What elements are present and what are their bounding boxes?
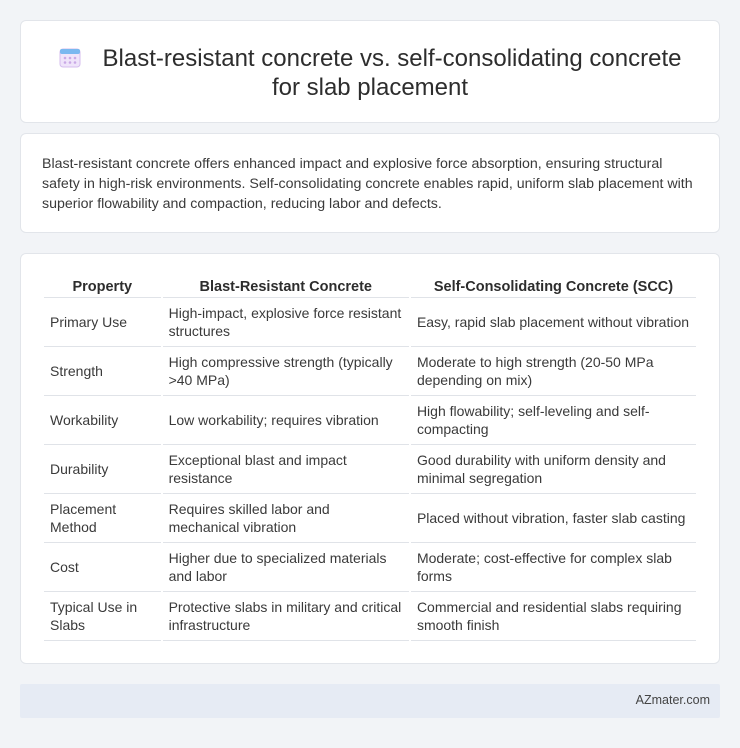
summary-text: Blast-resistant concrete offers enhanced… — [42, 156, 693, 212]
table-row: Primary Use High-impact, explosive force… — [44, 298, 696, 347]
row-property: Typical Use in Slabs — [44, 592, 161, 641]
row-blast-value: Protective slabs in military and critica… — [162, 592, 409, 641]
row-property: Durability — [44, 445, 161, 494]
table-row: Durability Exceptional blast and impact … — [44, 445, 696, 494]
comparison-table-card: Property Blast-Resistant Concrete Self-C… — [20, 253, 720, 664]
table-row: Placement Method Requires skilled labor … — [44, 494, 696, 543]
comparison-table: Property Blast-Resistant Concrete Self-C… — [42, 276, 698, 641]
row-scc-value: Moderate to high strength (20-50 MPa dep… — [410, 347, 696, 396]
table-row: Strength High compressive strength (typi… — [44, 347, 696, 396]
header-property: Property — [44, 276, 161, 298]
row-property: Primary Use — [44, 298, 161, 347]
row-blast-value: Requires skilled labor and mechanical vi… — [162, 494, 409, 543]
table-row: Workability Low workability; requires vi… — [44, 396, 696, 445]
row-scc-value: Moderate; cost-effective for complex sla… — [410, 543, 696, 592]
header-blast-resistant: Blast-Resistant Concrete — [162, 276, 409, 298]
footer-brand-link[interactable]: AZmater.com — [635, 693, 710, 707]
row-scc-value: High flowability; self-leveling and self… — [410, 396, 696, 445]
row-property: Strength — [44, 347, 161, 396]
row-scc-value: Commercial and residential slabs requiri… — [410, 592, 696, 641]
table-row: Typical Use in Slabs Protective slabs in… — [44, 592, 696, 641]
row-blast-value: High compressive strength (typically >40… — [162, 347, 409, 396]
summary-card: Blast-resistant concrete offers enhanced… — [20, 133, 720, 233]
row-scc-value: Good durability with uniform density and… — [410, 445, 696, 494]
row-property: Cost — [44, 543, 161, 592]
row-blast-value: Exceptional blast and impact resistance — [162, 445, 409, 494]
footer-bar: AZmater.com — [20, 684, 720, 718]
row-blast-value: High-impact, explosive force resistant s… — [162, 298, 409, 347]
row-blast-value: Low workability; requires vibration — [162, 396, 409, 445]
row-scc-value: Easy, rapid slab placement without vibra… — [410, 298, 696, 347]
header-scc: Self-Consolidating Concrete (SCC) — [410, 276, 696, 298]
table-header-row: Property Blast-Resistant Concrete Self-C… — [44, 276, 696, 298]
page-title: Blast-resistant concrete vs. self-consol… — [102, 45, 682, 101]
row-property: Workability — [44, 396, 161, 445]
page-title-block: Blast-resistant concrete vs. self-consol… — [21, 44, 719, 102]
title-card: Blast-resistant concrete vs. self-consol… — [20, 20, 720, 123]
row-scc-value: Placed without vibration, faster slab ca… — [410, 494, 696, 543]
row-blast-value: Higher due to specialized materials and … — [162, 543, 409, 592]
row-property: Placement Method — [44, 494, 161, 543]
calendar-icon — [59, 48, 81, 68]
table-row: Cost Higher due to specialized materials… — [44, 543, 696, 592]
